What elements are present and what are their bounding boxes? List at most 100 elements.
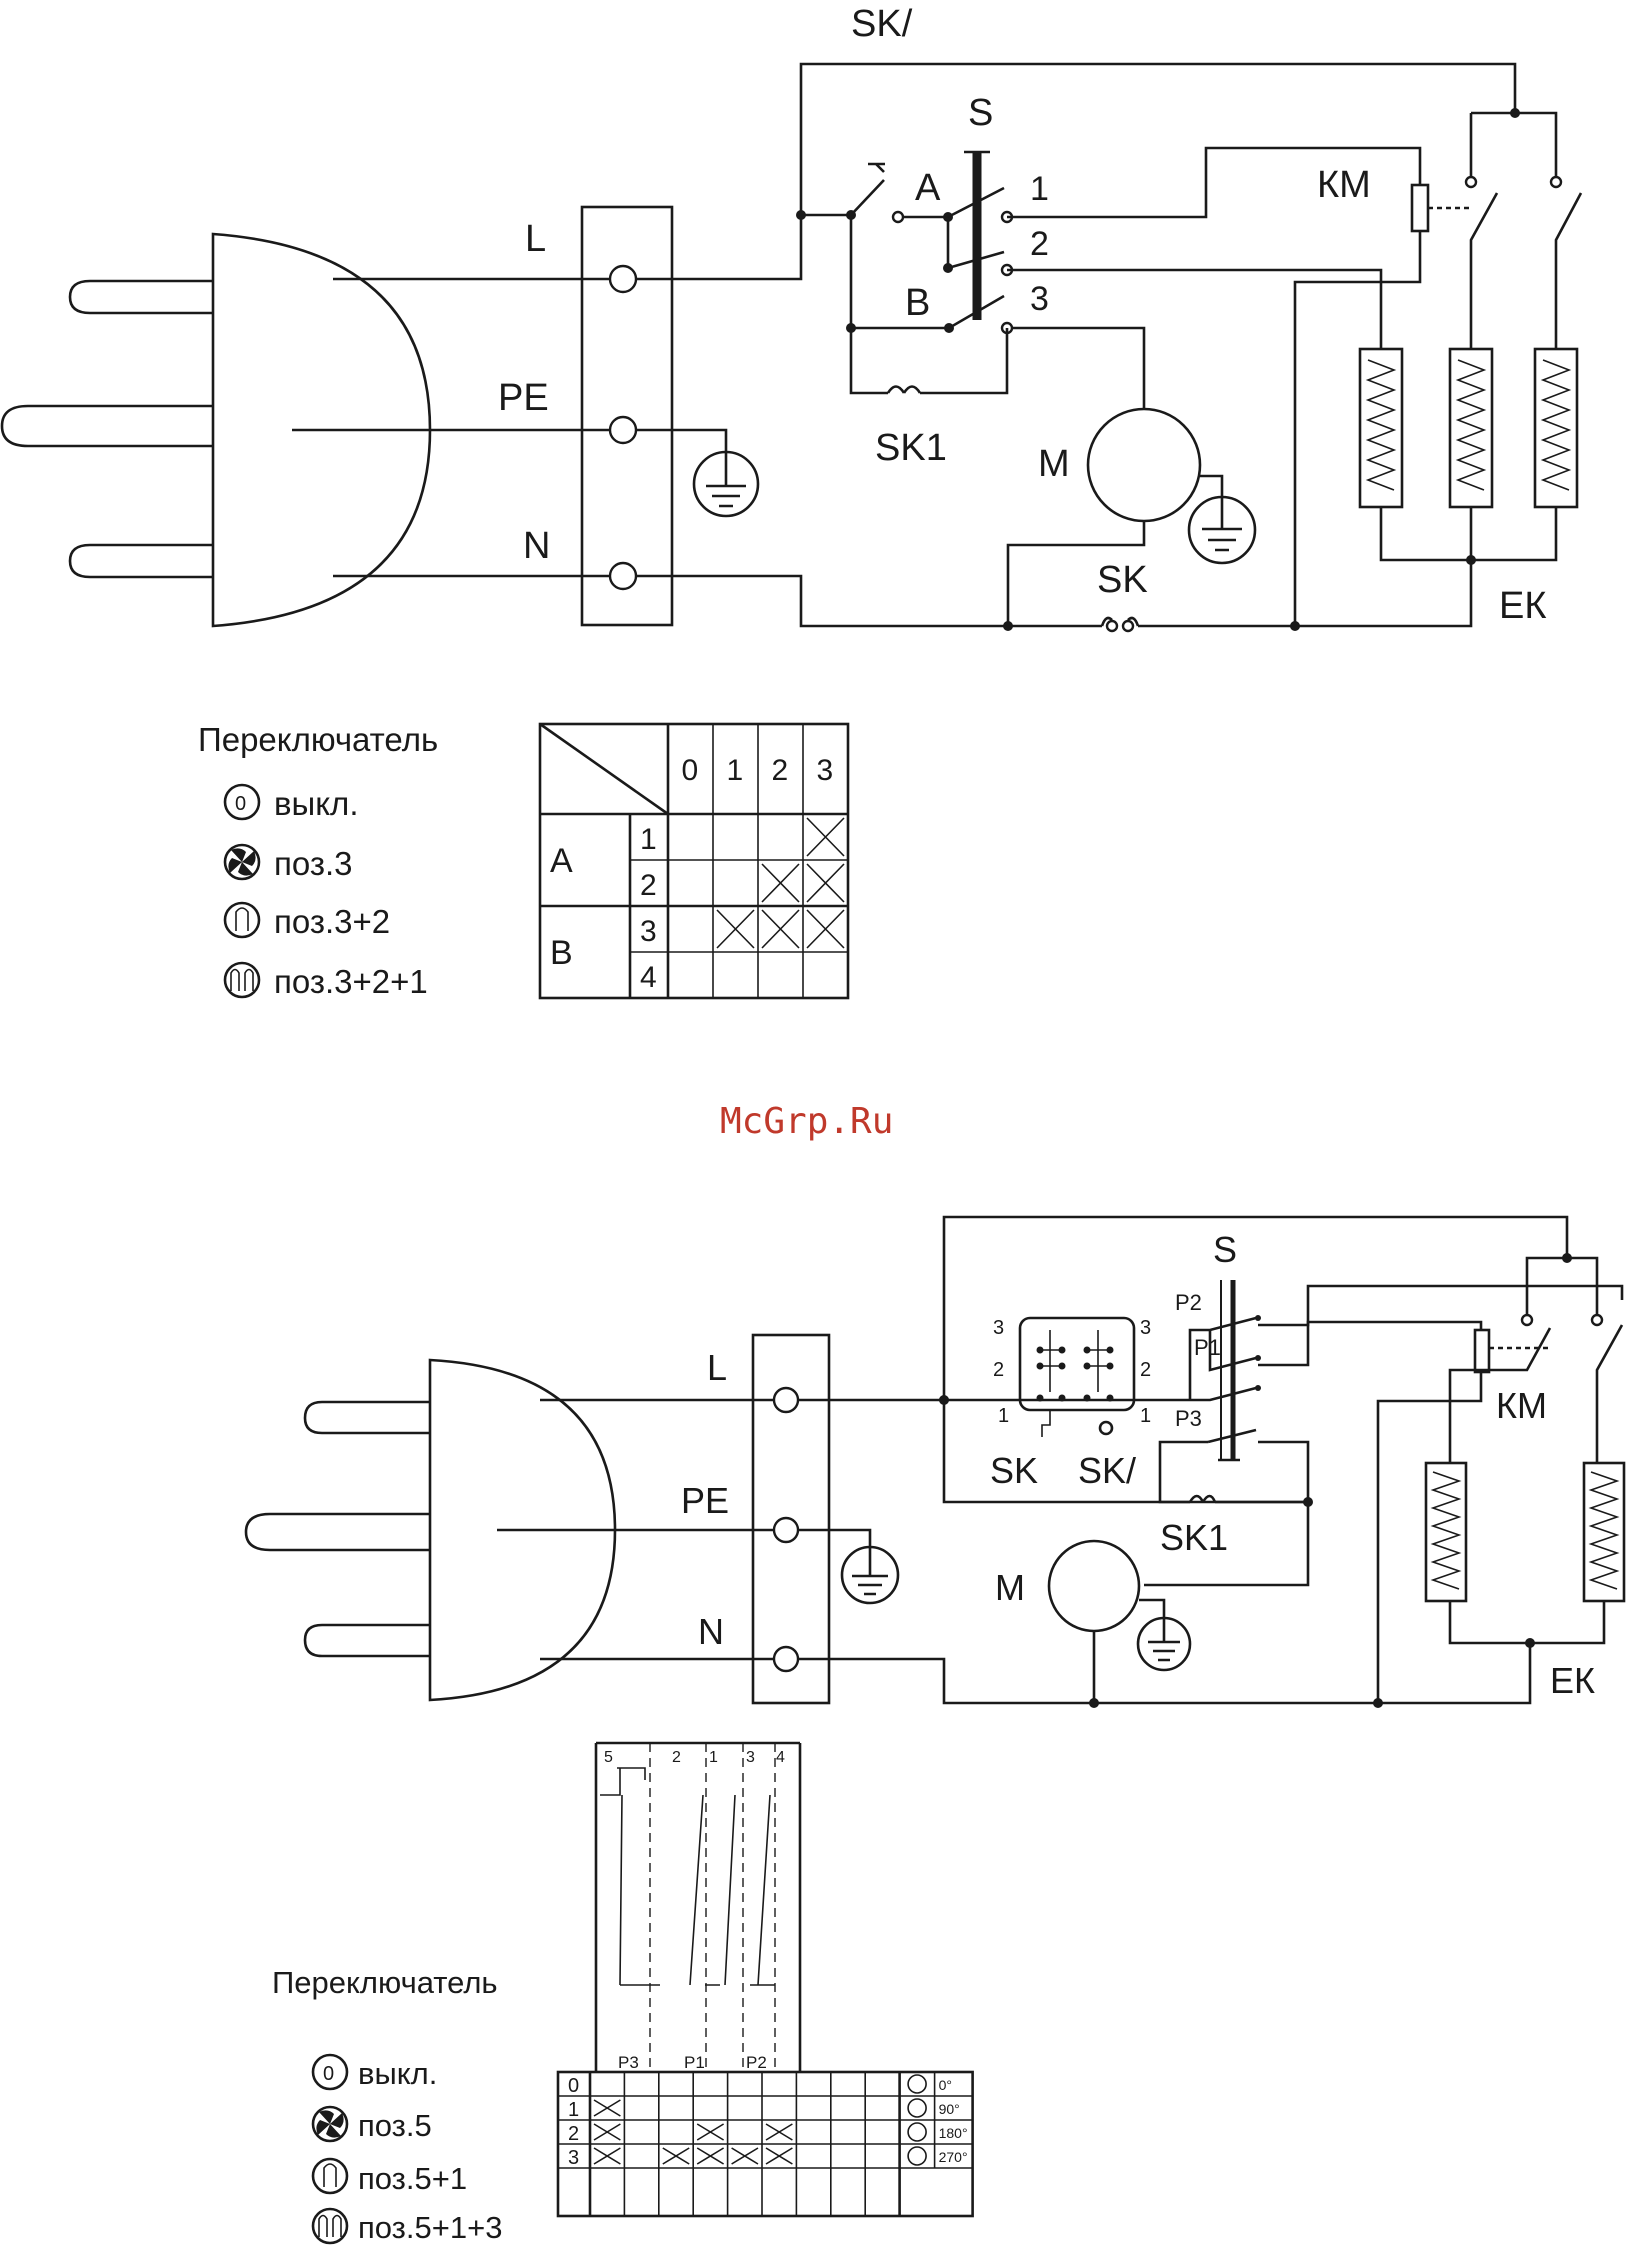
- wire-neutral: [636, 560, 1471, 626]
- legend-title: Переключатель: [272, 1965, 498, 2000]
- table-cross-mark: [762, 864, 799, 902]
- table-row-number: 1: [640, 823, 657, 856]
- contact-group-label: P1: [684, 2053, 705, 2072]
- heater-two-icon: [313, 2209, 347, 2243]
- legend-item-heat1: поз.3+2: [274, 903, 390, 940]
- table-row-number: 3: [640, 915, 657, 948]
- terminal-pe: [610, 417, 636, 443]
- legend-item-fan: поз.5: [358, 2108, 432, 2143]
- heater-ek: [1426, 1463, 1624, 1601]
- heater-one-icon: [313, 2159, 347, 2193]
- table-cross-mark: [807, 910, 844, 948]
- label-sk1: SK1: [1160, 1517, 1228, 1558]
- wire-pe-ground: [636, 430, 726, 467]
- label-p3: P3: [1175, 1406, 1202, 1431]
- table-angle-label: 0°: [939, 2077, 952, 2093]
- terminal-pe: [774, 1518, 798, 1542]
- contact-col-label: 4: [776, 1749, 785, 1766]
- heater-two-icon: [225, 963, 259, 997]
- ground-icon: [842, 1547, 898, 1603]
- rotation-knob-icon: [908, 2099, 926, 2117]
- table-row-number: 3: [568, 2147, 579, 2169]
- label-block-left-2: 2: [993, 1359, 1004, 1381]
- table-group-label: A: [550, 842, 573, 880]
- label-sk1: SK1: [875, 427, 947, 469]
- fan-icon: [313, 2107, 347, 2141]
- label-p1: P1: [1194, 1335, 1221, 1360]
- label-contact-b: B: [905, 282, 930, 324]
- ground-icon: [1138, 1618, 1190, 1670]
- ground-icon: [1189, 497, 1255, 563]
- rotation-knob-icon: [908, 2147, 926, 2165]
- label-thermostat: КМ: [1317, 164, 1371, 206]
- contact-col-label: 1: [709, 1749, 718, 1766]
- table-cross-mark: [766, 2148, 792, 2164]
- wire-p2-out: [1258, 1286, 1622, 1325]
- fan-icon: [225, 845, 259, 879]
- off-circle-icon: 0: [313, 2055, 347, 2089]
- table-corner-diagonal: [540, 724, 668, 814]
- label-sk: SK: [990, 1450, 1038, 1491]
- plug-pin-n: [70, 545, 213, 577]
- table-row-number: 4: [640, 961, 657, 994]
- table-cross-mark: [766, 2124, 792, 2140]
- label-sk-thermal: SK/: [851, 3, 913, 45]
- legend-item-fan: поз.3: [274, 845, 353, 882]
- terminal-l: [610, 266, 636, 292]
- label-sk-thermal: SK/: [1078, 1450, 1136, 1491]
- label-block-left-3: 3: [993, 1317, 1004, 1339]
- table-row-number: 0: [568, 2075, 579, 2097]
- motor-circle: [1088, 409, 1200, 521]
- contact-group-label: P2: [746, 2053, 767, 2072]
- motor-circle: [1049, 1541, 1139, 1631]
- legend-item-heat2: поз.5+1+3: [358, 2210, 502, 2245]
- table-cross-mark: [697, 2148, 723, 2164]
- contact-col-label: 3: [746, 1749, 755, 1766]
- wire-p1-out: [1258, 1322, 1481, 1365]
- label-n: N: [698, 1611, 724, 1652]
- sk1-contact: [888, 387, 920, 394]
- contact-group-label: P3: [618, 2053, 639, 2072]
- label-block-right-2: 2: [1140, 1359, 1151, 1381]
- legend-title: Переключатель: [198, 721, 438, 758]
- label-l: L: [525, 218, 546, 260]
- label-sk: SK: [1097, 559, 1148, 601]
- svg-text:0: 0: [323, 2063, 334, 2085]
- label-thermostat: КМ: [1496, 1385, 1547, 1426]
- contact-col-label: 2: [672, 1749, 681, 1766]
- label-pe: PE: [681, 1480, 729, 1521]
- label-pos2: 2: [1030, 225, 1049, 263]
- svg-text:0: 0: [235, 793, 246, 815]
- label-switch-s: S: [968, 92, 993, 134]
- thermostat-km: [1475, 1330, 1489, 1372]
- label-block-left-1: 1: [998, 1405, 1009, 1427]
- label-l: L: [707, 1347, 727, 1388]
- table-cross-mark: [594, 2124, 620, 2140]
- wire-heater-bottom: [1381, 507, 1556, 560]
- legend-item-heat2: поз.3+2+1: [274, 963, 428, 1000]
- km-blade-2: [1556, 193, 1581, 349]
- diagram-1: L PE N SK/ S A B 1: [2, 3, 1581, 1000]
- watermark-text: McGrp.Ru: [720, 1101, 893, 1142]
- terminal-n: [610, 563, 636, 589]
- table-angle-label: 180°: [939, 2125, 968, 2141]
- label-motor: M: [995, 1567, 1025, 1608]
- label-pos3: 3: [1030, 280, 1049, 318]
- plug-pin-pe: [2, 406, 213, 446]
- wire-km-top: [1471, 113, 1556, 177]
- label-contact-a: A: [915, 167, 941, 209]
- contact-a-blade: [851, 180, 884, 215]
- switch-contact-diagram: [596, 1743, 800, 2072]
- wire-l-feed: [636, 64, 1515, 279]
- table-cross-mark: [807, 818, 844, 856]
- table-row-number: 1: [568, 2099, 579, 2121]
- thermostat-km: [1412, 185, 1428, 231]
- plug-pin-l: [70, 281, 213, 313]
- label-block-right-1: 1: [1140, 1405, 1151, 1427]
- label-p2: P2: [1175, 1290, 1202, 1315]
- label-n: N: [523, 525, 550, 567]
- legend-item-off: выкл.: [358, 2056, 437, 2091]
